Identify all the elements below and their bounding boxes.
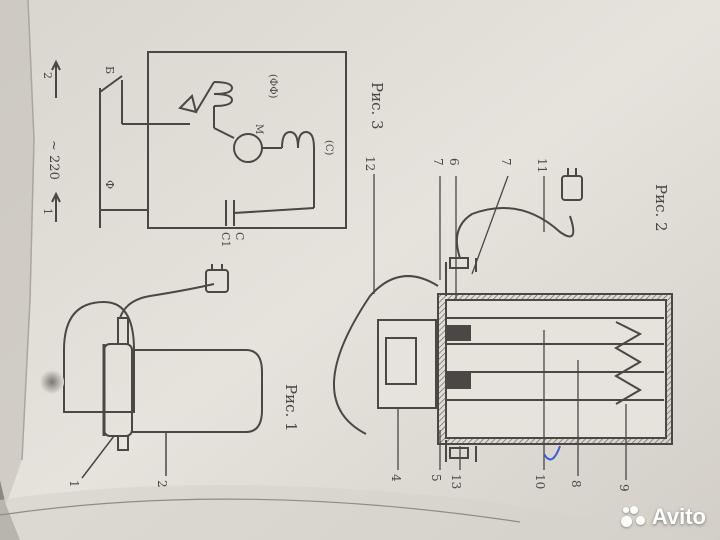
section-power-cord — [456, 207, 575, 259]
figure1-caption: Рис. 1 — [282, 384, 300, 432]
figure2-cross-section — [333, 168, 673, 480]
figure2-caption: Рис. 2 — [652, 184, 670, 232]
page-bottom-curl — [0, 485, 720, 540]
power-plug — [205, 269, 229, 293]
motor-feed — [213, 127, 235, 139]
callout-2: 2 — [155, 480, 169, 488]
callout-8: 8 — [569, 480, 583, 488]
figure3-caption: Рис. 3 — [368, 82, 386, 130]
heater-coil-ff — [213, 81, 234, 107]
page-fold-line — [21, 0, 35, 461]
callout-13: 13 — [449, 474, 463, 489]
figure-labels: Рис. 3 Рис. 1 Рис. 2 ~ 220 1 2 Б Ф С С1 … — [41, 66, 670, 492]
leader-7b — [471, 175, 509, 275]
power-cord — [119, 283, 215, 319]
thermostat-contact — [178, 94, 198, 114]
heater-ff-label: (ФФ) — [267, 74, 278, 99]
arrow2-label: 2 — [41, 72, 54, 79]
clamp-nut-bottom — [449, 447, 469, 459]
leader-1 — [81, 435, 115, 479]
cap-dome — [333, 275, 439, 435]
heater-coil-c — [281, 130, 315, 149]
switch-lever — [99, 75, 123, 93]
avito-dots-icon — [620, 504, 646, 530]
figure3-circuit — [51, 51, 347, 229]
mixer-blade — [614, 321, 643, 405]
circuit-frame — [147, 51, 347, 229]
heater-lead — [195, 81, 215, 113]
capacitor1-label: С1 — [219, 232, 232, 247]
phase-label: Ф — [103, 180, 116, 189]
pen-check-mark — [543, 445, 561, 461]
appliance-body — [132, 349, 263, 433]
callout-9: 9 — [617, 484, 631, 492]
ventilation-holes — [40, 370, 64, 394]
motor-label: М — [253, 124, 264, 134]
callout-12: 12 — [363, 156, 377, 171]
seal-bottom — [447, 373, 471, 389]
callout-7b: 7 — [499, 158, 513, 166]
capacitor-label: С — [233, 232, 246, 240]
callout-11: 11 — [535, 158, 549, 173]
arrow1-label: 1 — [41, 208, 54, 215]
arrow2-head — [51, 59, 61, 71]
capacitor-lead — [233, 207, 315, 214]
callout-6: 6 — [447, 158, 461, 166]
clamp-screw-top — [117, 317, 129, 344]
callout-7a: 7 — [431, 158, 445, 166]
motor-block — [377, 319, 437, 409]
avito-brand-text: Avito — [651, 504, 706, 529]
clamp-screw-bottom — [117, 436, 129, 451]
page-bottom-edge — [0, 498, 521, 523]
avito-watermark: Avito — [620, 504, 706, 530]
seal-top — [447, 325, 471, 341]
section-plug — [561, 175, 583, 201]
callout-1: 1 — [67, 480, 81, 488]
callout-10: 10 — [533, 474, 547, 489]
motor-core — [385, 337, 417, 385]
appliance-cap — [63, 300, 135, 413]
heater-c-label: (С) — [323, 140, 334, 156]
switch-label: Б — [103, 66, 116, 74]
callout-4: 4 — [389, 474, 403, 482]
arrow1-head — [51, 191, 61, 203]
callout-5: 5 — [429, 474, 443, 482]
figure1-appliance — [40, 264, 263, 479]
tank-cavity — [445, 299, 667, 439]
voltage-label: ~ 220 — [46, 140, 61, 180]
